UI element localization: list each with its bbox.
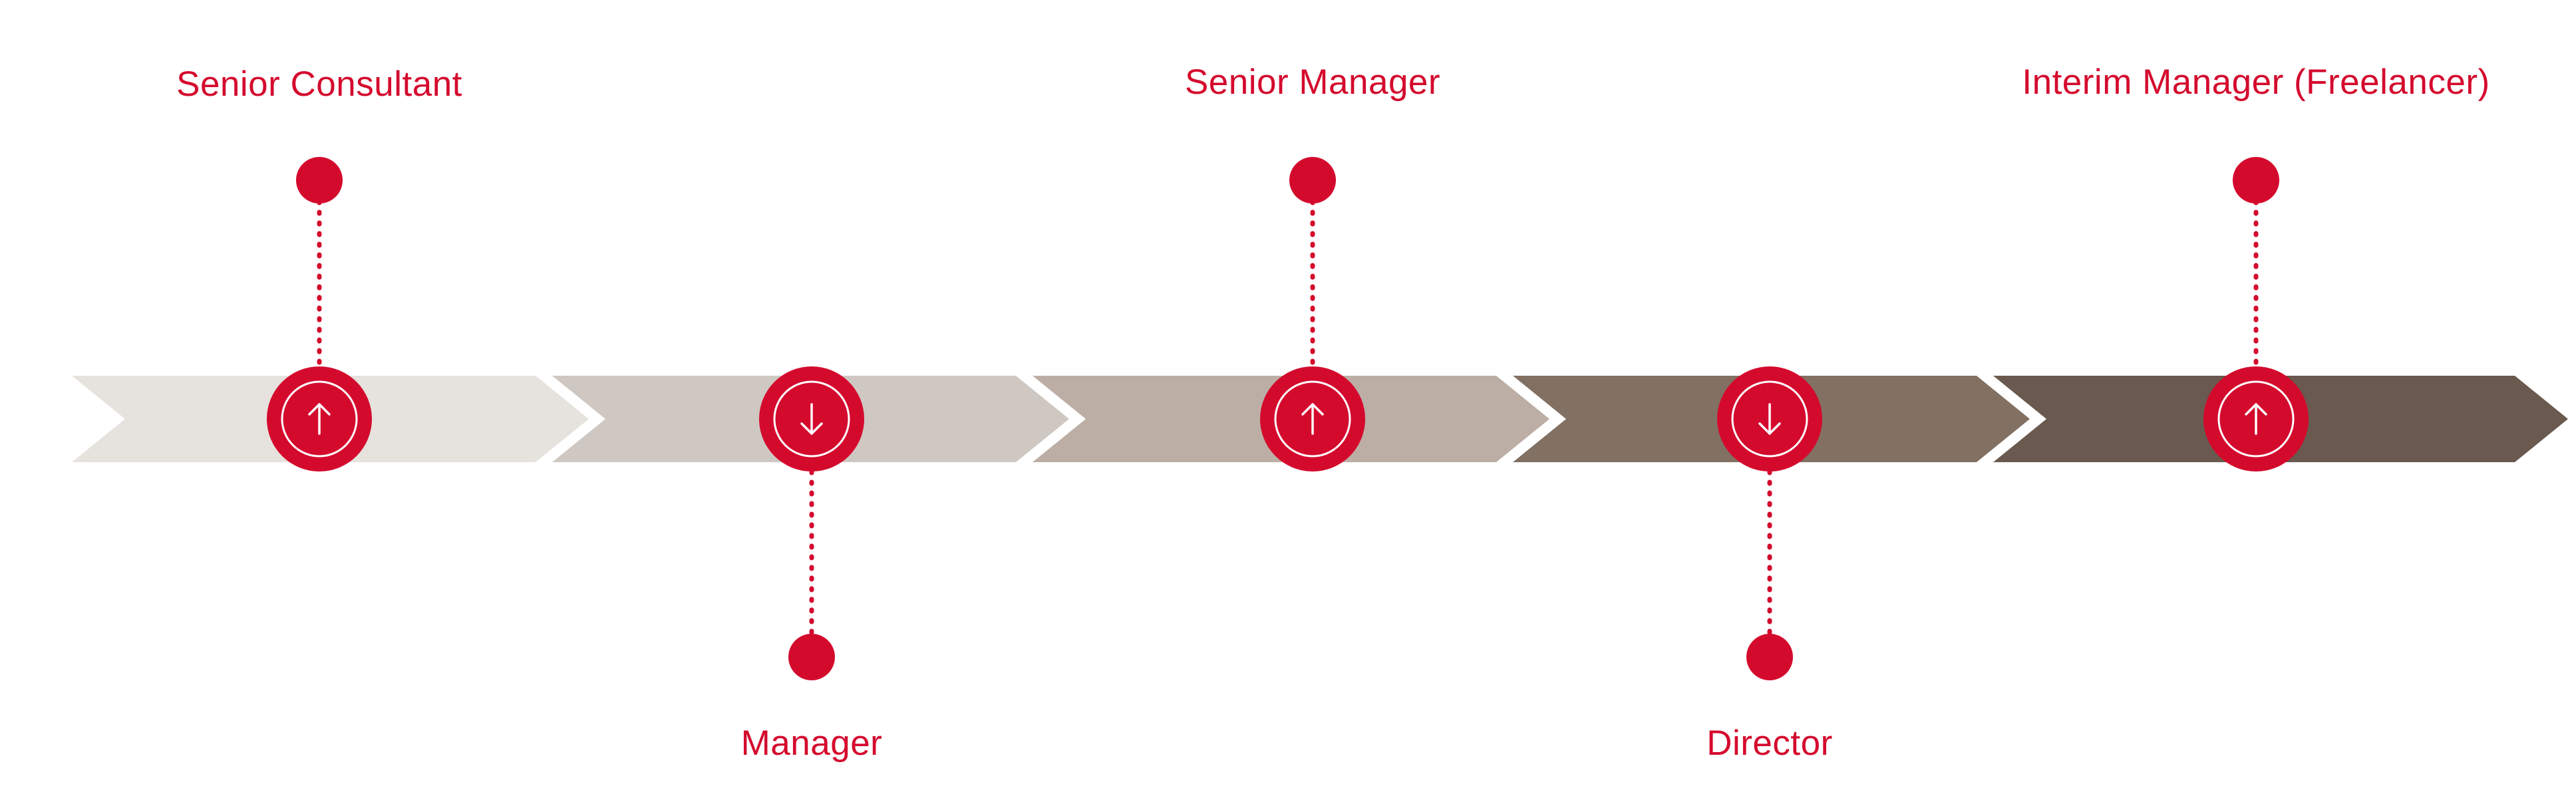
stage-label-interim-manager: Interim Manager (Freelancer) <box>2022 63 2490 102</box>
arrow-up-icon <box>2245 403 2267 435</box>
stage-marker-1 <box>267 157 372 471</box>
stage-marker-2 <box>759 366 864 680</box>
milestone-dot <box>1746 634 1793 680</box>
stage-marker-5 <box>2203 157 2309 471</box>
stage-label-senior-consultant: Senior Consultant <box>176 65 462 104</box>
arrow-up-icon <box>308 403 331 435</box>
milestone-dot <box>296 157 343 203</box>
arrow-badge-ring <box>773 380 850 458</box>
arrow-down-icon <box>800 403 823 435</box>
arrow-badge-ring <box>2217 380 2295 458</box>
stage-label-manager: Manager <box>740 724 883 763</box>
arrow-badge-ring <box>1274 380 1351 458</box>
arrow-down-icon <box>1758 403 1781 435</box>
stage-marker-4 <box>1717 366 1822 680</box>
arrow-badge-ring <box>281 380 358 458</box>
milestone-dot <box>1289 157 1336 203</box>
stage-label-senior-manager: Senior Manager <box>1184 63 1441 102</box>
milestone-dot <box>788 634 835 680</box>
stage-marker-3 <box>1260 157 1365 471</box>
arrow-badge-ring <box>1731 380 1808 458</box>
arrow-up-icon <box>1301 403 1324 435</box>
milestone-dot <box>2233 157 2279 203</box>
stage-label-director: Director <box>1706 724 1833 763</box>
